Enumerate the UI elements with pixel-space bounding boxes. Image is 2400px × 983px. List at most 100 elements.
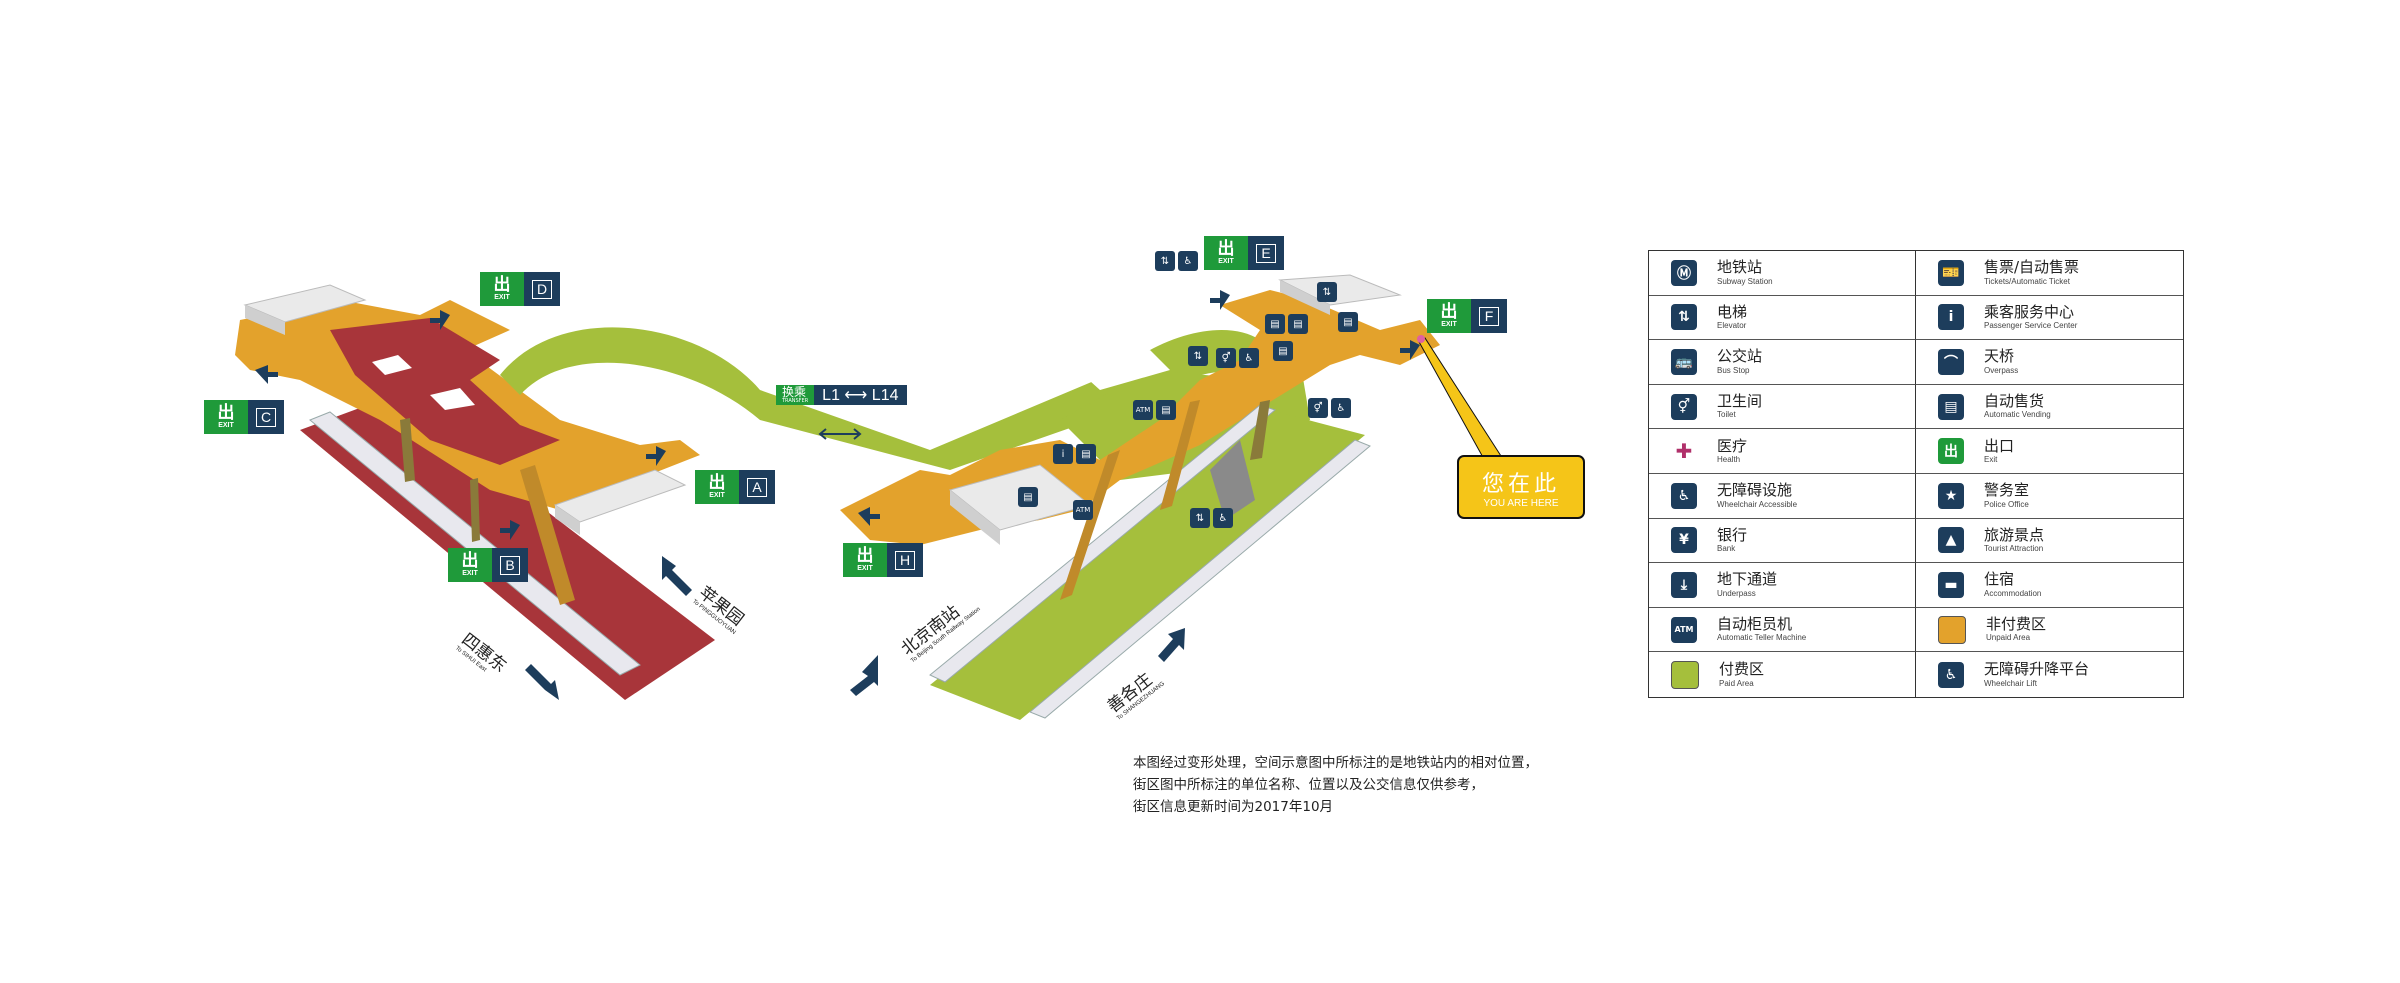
right-train-b xyxy=(1029,439,1371,719)
right-train-a xyxy=(929,404,1277,683)
paid-area-swatch xyxy=(1671,660,1699,689)
elevator-icon: ⇅ xyxy=(1155,251,1175,271)
elevator-icon: ⇅ xyxy=(1317,282,1337,302)
bus-icon: 🚌 xyxy=(1671,348,1697,375)
ticket-icon: ▤ xyxy=(1273,341,1293,361)
vending-icon: ▤ xyxy=(1938,393,1964,420)
atm-icon: ATM xyxy=(1073,500,1093,520)
note-line: 本图经过变形处理，空间示意图中所标注的是地铁站内的相对位置， xyxy=(1133,755,1538,771)
ticket-icon: ▤ xyxy=(1288,314,1308,334)
toilet-icon: ⚥ xyxy=(1671,393,1697,420)
legend-label-zh: 乘客服务中心 xyxy=(1984,302,2075,321)
ticket-icon: ▤ xyxy=(1076,444,1096,464)
right-building-block xyxy=(1278,274,1402,306)
legend-label-en: Tickets/Automatic Ticket xyxy=(1984,276,2070,286)
legend-label-en: Overpass xyxy=(1984,365,2019,375)
legend-label-en: Wheelchair Accessible xyxy=(1717,499,1798,509)
left-exit-block xyxy=(553,469,687,523)
legend-label-zh: 银行 xyxy=(1717,525,1748,544)
legend-label-en: Subway Station xyxy=(1717,276,1773,286)
subway-icon: Ⓜ xyxy=(1671,259,1697,286)
right-platform-paid xyxy=(930,410,1365,720)
wheelchair-icon: ♿ xyxy=(1178,251,1198,271)
elevator-icon: ⇅ xyxy=(1188,346,1208,366)
police-icon: ★ xyxy=(1938,482,1964,509)
wheelchair-icon: ♿ xyxy=(1239,348,1259,368)
legend-label-zh: 医疗 xyxy=(1717,436,1748,455)
unpaid-area-swatch xyxy=(1938,615,1966,644)
underpass-icon: ⤓ xyxy=(1671,571,1697,598)
accommodation-icon: ▬ xyxy=(1938,571,1964,598)
wheelchair-icon: ♿ xyxy=(1213,508,1233,528)
tourist-icon: ▲ xyxy=(1938,527,1964,554)
transfer-corridor xyxy=(500,327,1280,470)
legend-label-en: Passenger Service Center xyxy=(1984,321,2078,331)
service-center-icon: i xyxy=(1053,444,1073,464)
legend-label-zh: 自动柜员机 xyxy=(1717,614,1793,633)
legend-label-zh: 地下通道 xyxy=(1717,570,1778,589)
you-are-here-pointer xyxy=(1417,337,1511,471)
wheelchair-icon: ♿ xyxy=(1331,398,1351,418)
legend-label-zh: 售票/自动售票 xyxy=(1984,258,2080,277)
legend-label-en: Health xyxy=(1717,455,1741,465)
legend-label-zh: 电梯 xyxy=(1717,302,1748,321)
wheelchair-lift-icon: ♿ xyxy=(1938,661,1964,688)
legend-label-en: Underpass xyxy=(1717,588,1756,598)
ticket-icon: ▤ xyxy=(1018,487,1038,507)
legend-label-en: Wheelchair Lift xyxy=(1984,678,2037,688)
overpass-icon: ⌒ xyxy=(1938,348,1964,375)
left-platform-red xyxy=(300,395,715,700)
note-line: 街区图中所标注的单位名称、位置以及公交信息仅供参考， xyxy=(1133,777,1484,793)
health-icon: ✚ xyxy=(1671,438,1697,465)
legend-label-zh: 旅游景点 xyxy=(1984,525,2045,544)
legend-label-zh: 公交站 xyxy=(1717,347,1763,366)
legend-label-zh: 无障碍设施 xyxy=(1717,481,1793,500)
legend-label-zh: 地铁站 xyxy=(1717,258,1763,277)
service-center-icon: i xyxy=(1938,304,1964,331)
legend-label-en: Elevator xyxy=(1717,321,1747,331)
ticket-icon: ▤ xyxy=(1156,400,1176,420)
legend-label-zh: 天桥 xyxy=(1984,347,2015,366)
legend-label-zh: 非付费区 xyxy=(1986,614,2047,633)
legend-label-en: Bank xyxy=(1717,544,1736,554)
atm-icon: ATM xyxy=(1133,400,1153,420)
legend-label-en: Paid Area xyxy=(1719,678,1754,688)
corridor-arrow xyxy=(818,428,862,440)
you-are-here-badge: 您在此 YOU ARE HERE xyxy=(1457,455,1585,519)
elevator-icon: ⇅ xyxy=(1671,304,1697,331)
atm-icon: ATM xyxy=(1671,616,1697,643)
legend-label-en: Automatic Vending xyxy=(1984,410,2051,420)
legend-label-en: Exit xyxy=(1984,455,1998,465)
legend-label-zh: 住宿 xyxy=(1984,570,2015,589)
legend-label-zh: 自动售货 xyxy=(1984,391,2045,410)
legend-label-zh: 付费区 xyxy=(1719,660,1765,679)
ticket-icon: ▤ xyxy=(1265,314,1285,334)
direction-arrows xyxy=(525,556,1185,700)
